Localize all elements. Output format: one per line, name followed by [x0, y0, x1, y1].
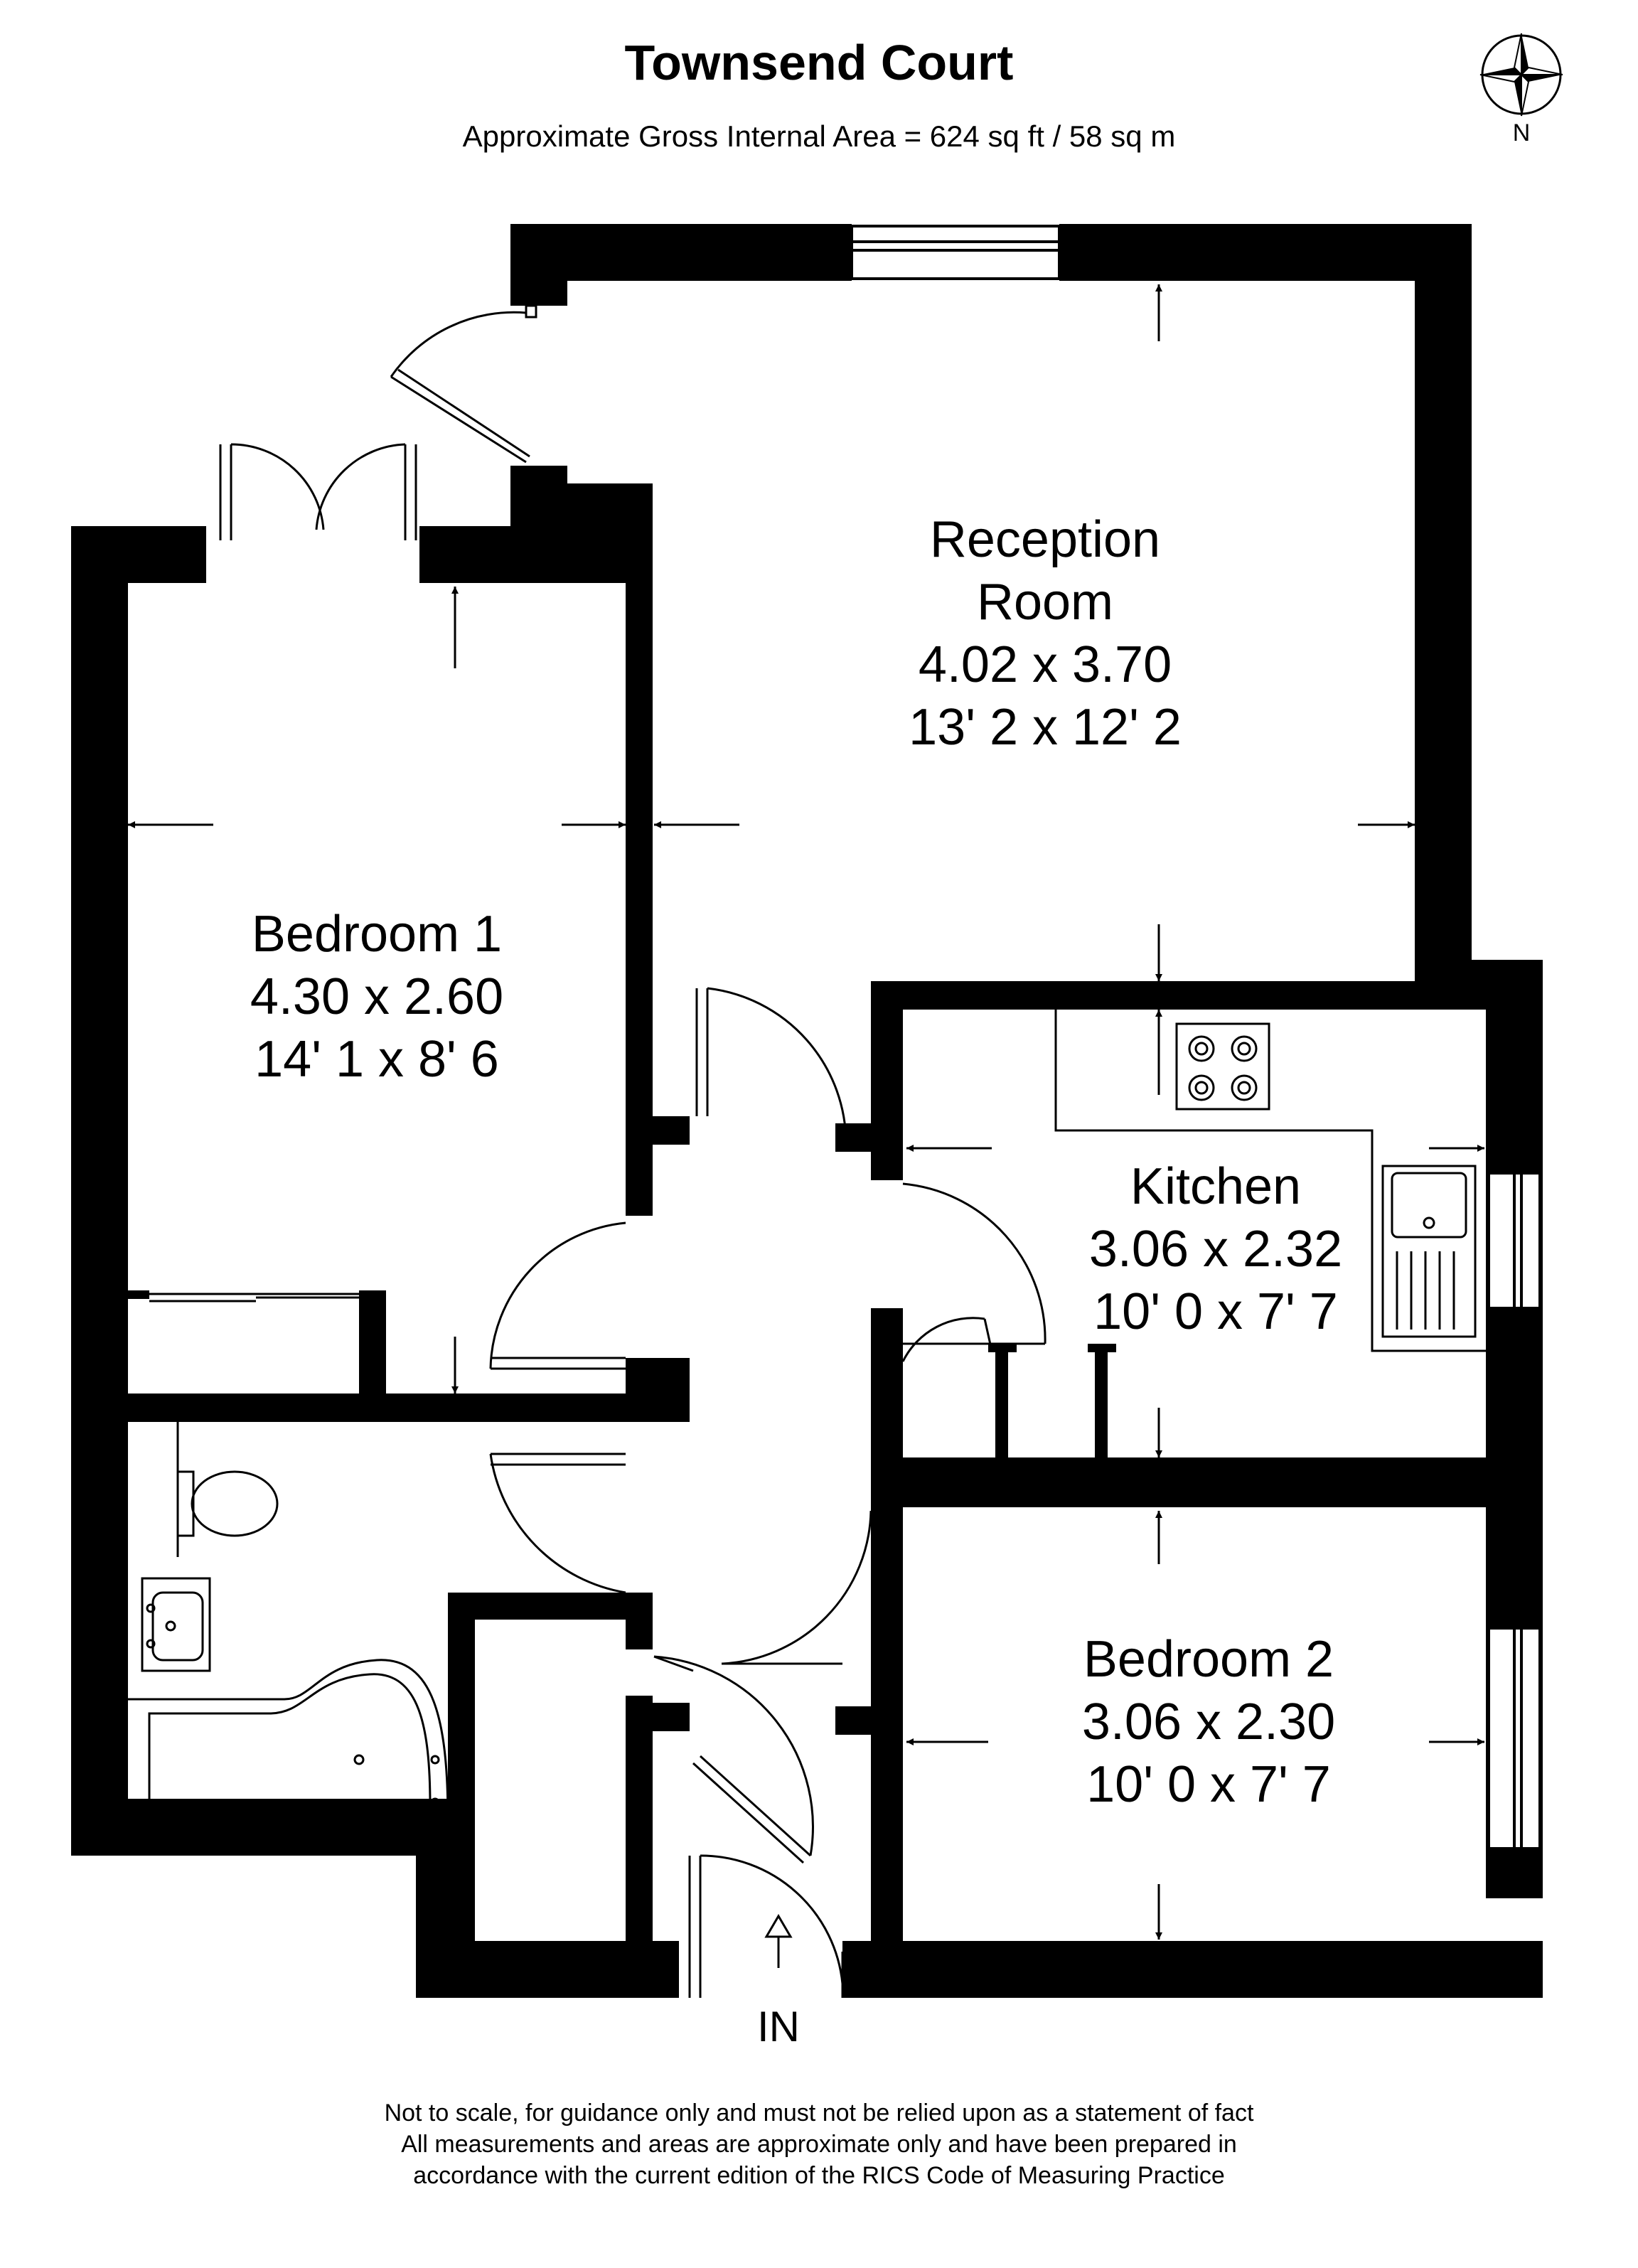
room-imperial: 13' 2 x 12' 2: [909, 699, 1182, 756]
compass-icon: [1479, 33, 1563, 117]
room-name: Bedroom 2: [1083, 1631, 1334, 1688]
room-metric: 4.02 x 3.70: [918, 636, 1172, 693]
disclaimer-line: accordance with the current edition of t…: [413, 2162, 1225, 2189]
room-label-reception: Reception Room 4.02 x 3.70 13' 2 x 12' 2: [825, 508, 1265, 759]
room-metric: 4.30 x 2.60: [250, 968, 504, 1025]
disclaimer-line: All measurements and areas are approxima…: [401, 2131, 1237, 2158]
compass-north-label: N: [1512, 119, 1531, 146]
room-label-bedroom-1: Bedroom 1 4.30 x 2.60 14' 1 x 8' 6: [171, 903, 583, 1091]
room-name: Reception Room: [929, 511, 1161, 631]
disclaimer-line: Not to scale, for guidance only and must…: [384, 2099, 1254, 2127]
room-imperial: 10' 0 x 7' 7: [1093, 1283, 1338, 1340]
room-metric: 3.06 x 2.32: [1088, 1221, 1343, 1278]
area-subtitle: Approximate Gross Internal Area = 624 sq…: [462, 119, 1176, 153]
page-title: Townsend Court: [624, 35, 1014, 90]
disclaimer: Not to scale, for guidance only and must…: [0, 2097, 1638, 2191]
entrance-label: IN: [757, 2003, 800, 2050]
room-label-kitchen: Kitchen 3.06 x 2.32 10' 0 x 7' 7: [1024, 1155, 1408, 1343]
room-imperial: 14' 1 x 8' 6: [255, 1031, 499, 1088]
dimension-arrows: [128, 284, 1484, 1940]
room-name: Kitchen: [1130, 1158, 1302, 1215]
doors: [219, 304, 1046, 1998]
fixtures: [128, 1010, 1486, 1822]
windows: [850, 225, 1541, 1850]
room-label-bedroom-2: Bedroom 2 3.06 x 2.30 10' 0 x 7' 7: [1010, 1628, 1408, 1816]
entrance-arrow-icon: [764, 1914, 793, 1968]
room-imperial: 10' 0 x 7' 7: [1086, 1756, 1331, 1813]
room-name: Bedroom 1: [251, 906, 503, 963]
room-metric: 3.06 x 2.30: [1081, 1694, 1336, 1750]
